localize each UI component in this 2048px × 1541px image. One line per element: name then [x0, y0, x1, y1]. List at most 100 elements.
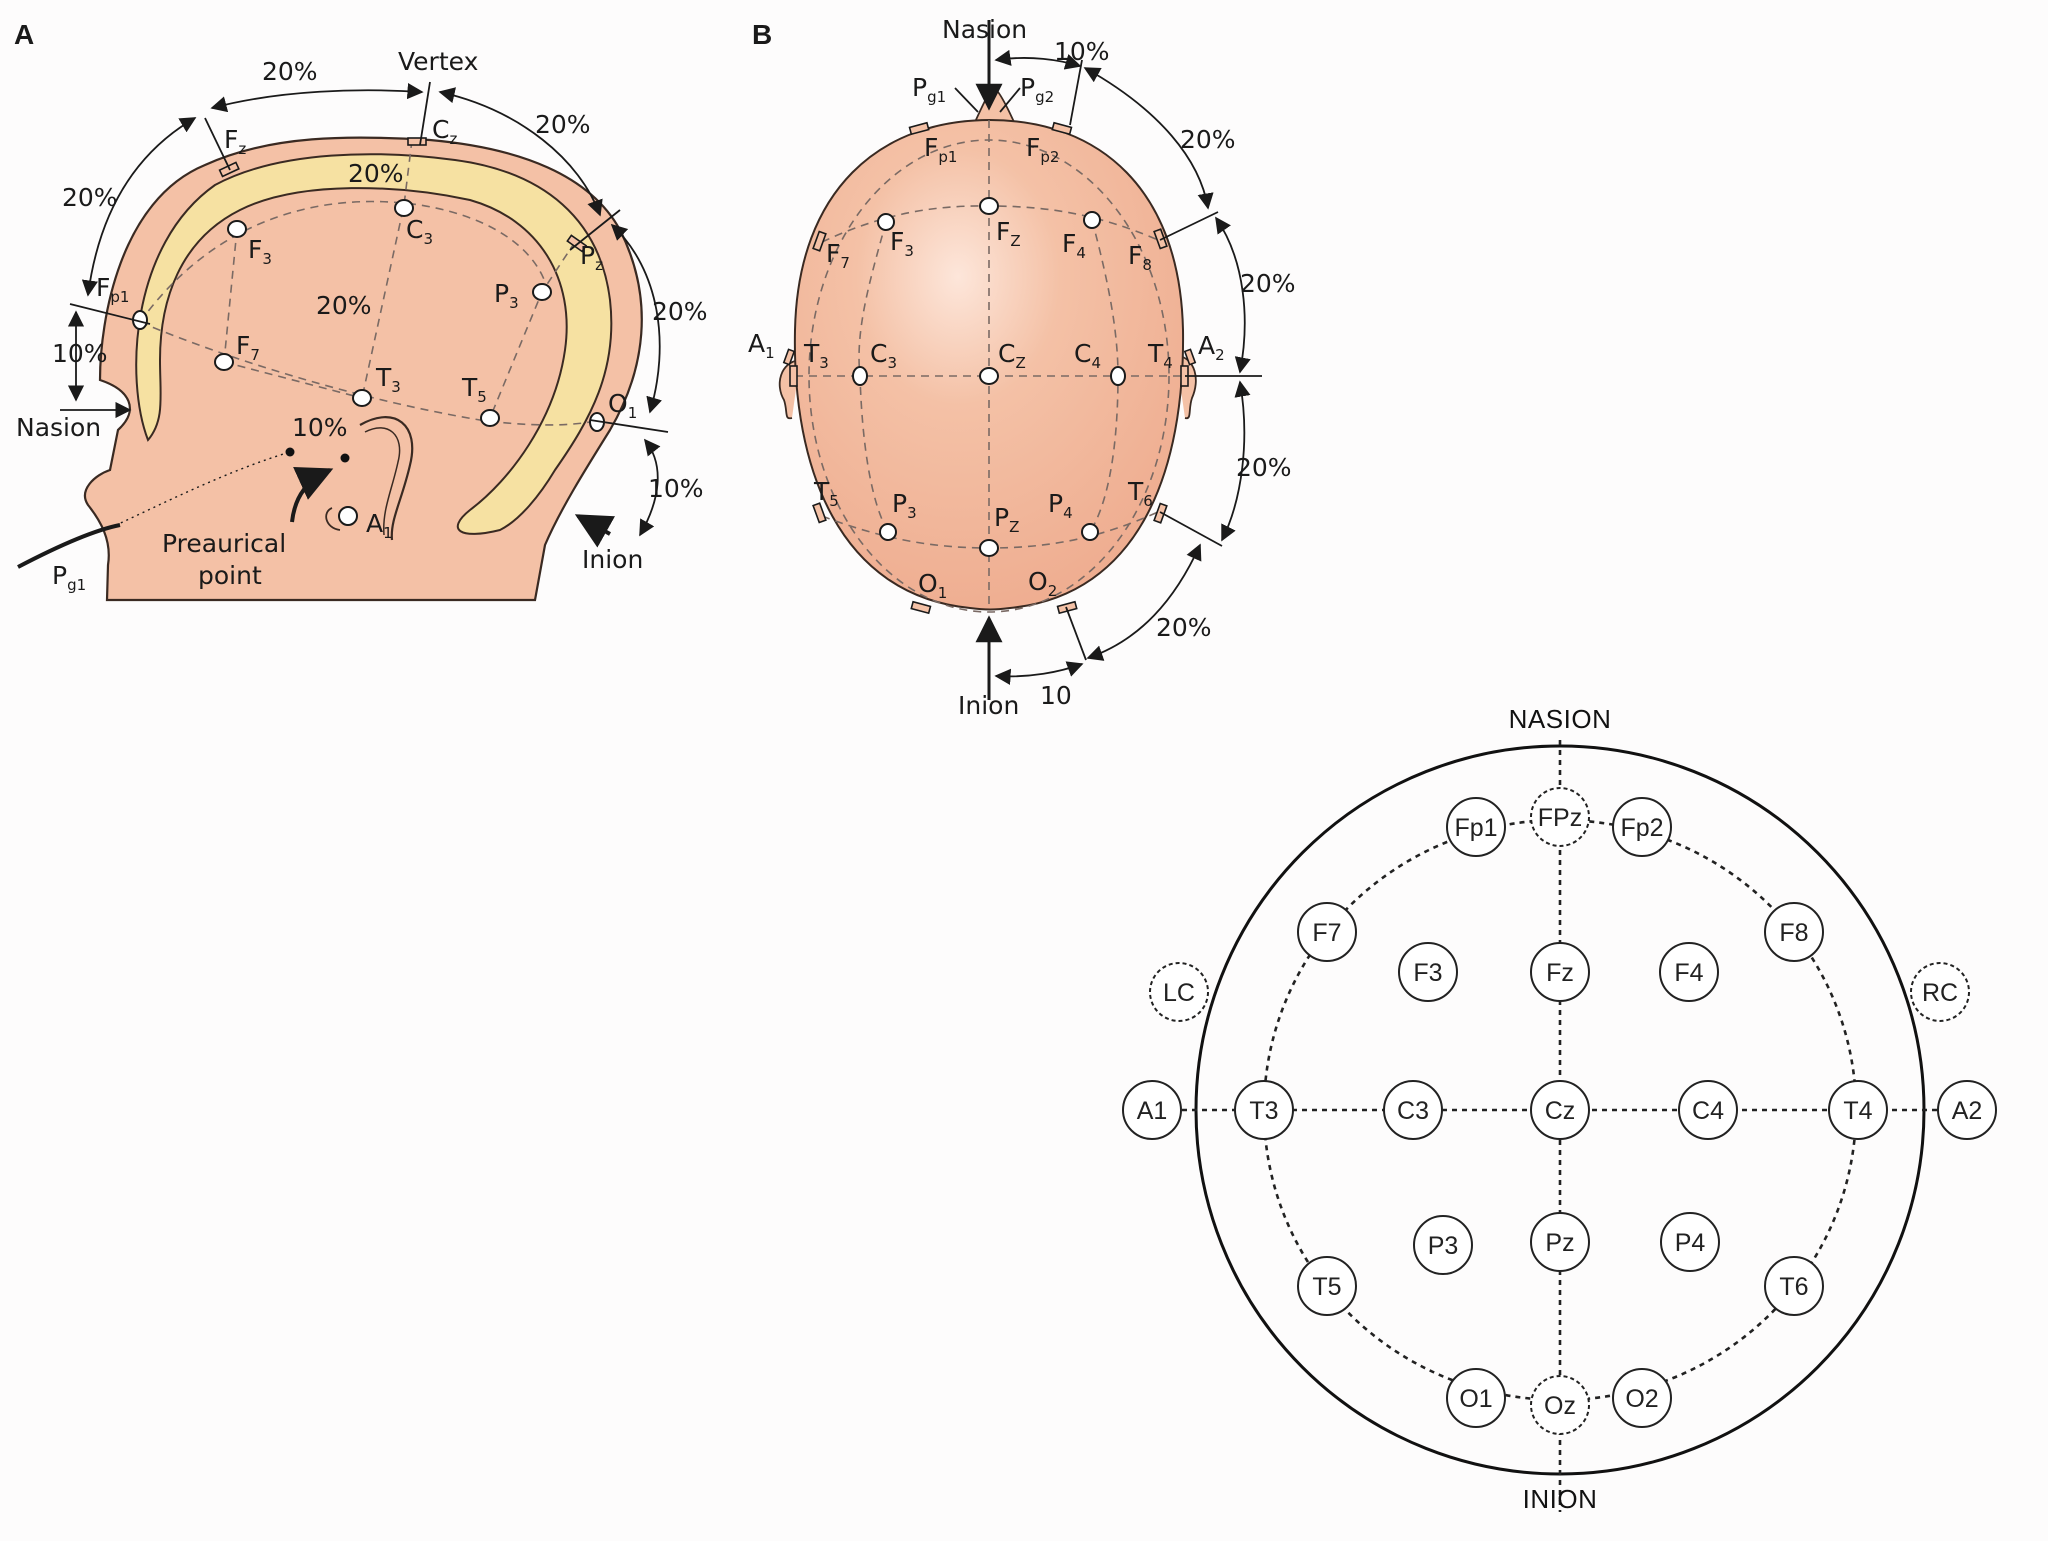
elabel-a-pg1: Pg1: [52, 561, 86, 594]
electrode-t3: [352, 389, 372, 407]
electrode-c-f3: F3: [1398, 942, 1458, 1002]
electrode-c-cz: Cz: [1530, 1080, 1590, 1140]
electrode-c-fp2: Fp2: [1612, 797, 1672, 857]
svg-text:F7: F7: [236, 331, 260, 364]
pct-back: 20%: [652, 297, 708, 326]
svg-text:LC: LC: [1163, 979, 1195, 1007]
svg-text:Pg2: Pg2: [1020, 73, 1054, 106]
side-measure-lines: [60, 81, 669, 548]
pct-b-top-gap: 10%: [1054, 37, 1110, 66]
electrode-f3: [227, 220, 247, 238]
elabel-b-pg2: Pg2: [1020, 73, 1054, 106]
pct-b-bottom-gap: 10: [1040, 681, 1072, 710]
svg-text:CZ: CZ: [998, 339, 1026, 372]
preauricular-dot: [340, 453, 350, 463]
electrode-b-t3: [789, 365, 798, 387]
electrode-c-t6: T6: [1764, 1256, 1824, 1316]
electrode-c-o2: O2: [1612, 1368, 1672, 1428]
elabel-b-o2: O2: [1028, 567, 1057, 600]
svg-text:A1: A1: [748, 329, 775, 362]
pct-b-right-1: 20%: [1180, 125, 1236, 154]
svg-text:Fp1: Fp1: [924, 133, 957, 166]
svg-text:F7: F7: [826, 239, 850, 272]
svg-text:T3: T3: [375, 363, 401, 396]
electrode-b-fz: [979, 197, 999, 215]
svg-text:Fp2: Fp2: [1026, 133, 1059, 166]
elabel-b-c3: C3: [870, 339, 897, 372]
elabel-a-o1: O1: [608, 389, 637, 422]
svg-text:Fp2: Fp2: [1620, 814, 1663, 842]
top-electrodes: [852, 197, 1126, 557]
electrode-c-t4: T4: [1828, 1080, 1888, 1140]
nose: [974, 86, 1015, 123]
elabel-b-t5: T5: [813, 477, 839, 510]
pct-nasion-gap: 10%: [52, 339, 108, 368]
svg-text:O1: O1: [918, 569, 947, 602]
svg-text:PZ: PZ: [994, 503, 1019, 536]
elabel-b-fz: FZ: [996, 217, 1021, 250]
electrode-p3: [532, 283, 552, 301]
pct-top-left: 20%: [262, 57, 318, 86]
svg-text:FPz: FPz: [1538, 804, 1582, 832]
svg-text:O1: O1: [1459, 1385, 1492, 1413]
svg-text:Fp1: Fp1: [96, 273, 129, 306]
svg-text:A2: A2: [1952, 1097, 1983, 1125]
svg-text:T5: T5: [461, 373, 487, 406]
elabel-b-pg1: Pg1: [912, 73, 946, 106]
elabel-b-t3: T3: [803, 339, 829, 372]
electrode-c-pz: Pz: [1530, 1212, 1590, 1272]
svg-text:A2: A2: [1198, 331, 1225, 364]
svg-text:C4: C4: [1074, 339, 1101, 372]
svg-text:P3: P3: [1428, 1232, 1459, 1260]
panel-b: B: [748, 15, 1296, 720]
svg-text:Pg1: Pg1: [912, 73, 946, 106]
electrode-c-lc: LC: [1149, 962, 1209, 1022]
electrode-b-fp2: [1051, 121, 1073, 136]
elabel-b-p4: P4: [1048, 489, 1073, 522]
svg-text:O1: O1: [608, 389, 637, 422]
electrode-b-c4: [1110, 366, 1126, 386]
elabel-a-p3: P3: [494, 279, 519, 312]
pct-inion-gap: 10%: [648, 474, 704, 503]
elabel-a-cz: Cz: [432, 115, 457, 148]
svg-text:A1: A1: [366, 509, 393, 542]
top-measure-lines: [954, 20, 1262, 700]
svg-text:Fz: Fz: [224, 125, 246, 158]
electrode-c-p3: P3: [1413, 1215, 1473, 1275]
schematic-electrodes: FPz Fp1 Fp2 F7 F8 F3 Fz F4 LC RC A1 T3 C…: [1122, 787, 1997, 1435]
electrode-t5: [480, 409, 500, 427]
electrode-b-p4: [1081, 523, 1099, 541]
ear-inner-outline: [364, 427, 401, 536]
electrode-c-t3: T3: [1234, 1080, 1294, 1140]
elabel-b-o1: O1: [918, 569, 947, 602]
elabel-b-fp1: Fp1: [924, 133, 957, 166]
elabel-b-t4: T4: [1147, 339, 1173, 372]
elabel-b-c4: C4: [1074, 339, 1101, 372]
svg-text:Oz: Oz: [1544, 1392, 1576, 1420]
svg-text:A1: A1: [1137, 1097, 1168, 1125]
elabel-a-fz: Fz: [224, 125, 246, 158]
svg-text:Cz: Cz: [432, 115, 457, 148]
electrode-b-o1: [910, 600, 932, 615]
svg-text:Pg1: Pg1: [52, 561, 86, 594]
inion-label-b: Inion: [958, 691, 1019, 720]
svg-text:P4: P4: [1675, 1229, 1706, 1257]
svg-text:T3: T3: [803, 339, 829, 372]
svg-text:T6: T6: [1127, 477, 1153, 510]
svg-text:O2: O2: [1028, 567, 1057, 600]
elabel-a-pz: Pz: [580, 241, 603, 274]
electrode-c-fz: Fz: [1530, 942, 1590, 1002]
elabel-a-f3: F3: [248, 235, 272, 268]
elabel-a-fp1: Fp1: [96, 273, 129, 306]
elabel-b-f7: F7: [826, 239, 850, 272]
svg-text:F3: F3: [248, 235, 272, 268]
electrode-b-f4: [1083, 211, 1101, 229]
electrode-b-c3: [852, 366, 868, 386]
panel-a-letter: A: [14, 19, 34, 50]
svg-text:F4: F4: [1674, 959, 1703, 987]
electrode-b-p3: [879, 523, 897, 541]
elabel-a-c3: C3: [406, 215, 433, 248]
skull-bone-band: [135, 153, 613, 535]
svg-text:T4: T4: [1843, 1097, 1872, 1125]
